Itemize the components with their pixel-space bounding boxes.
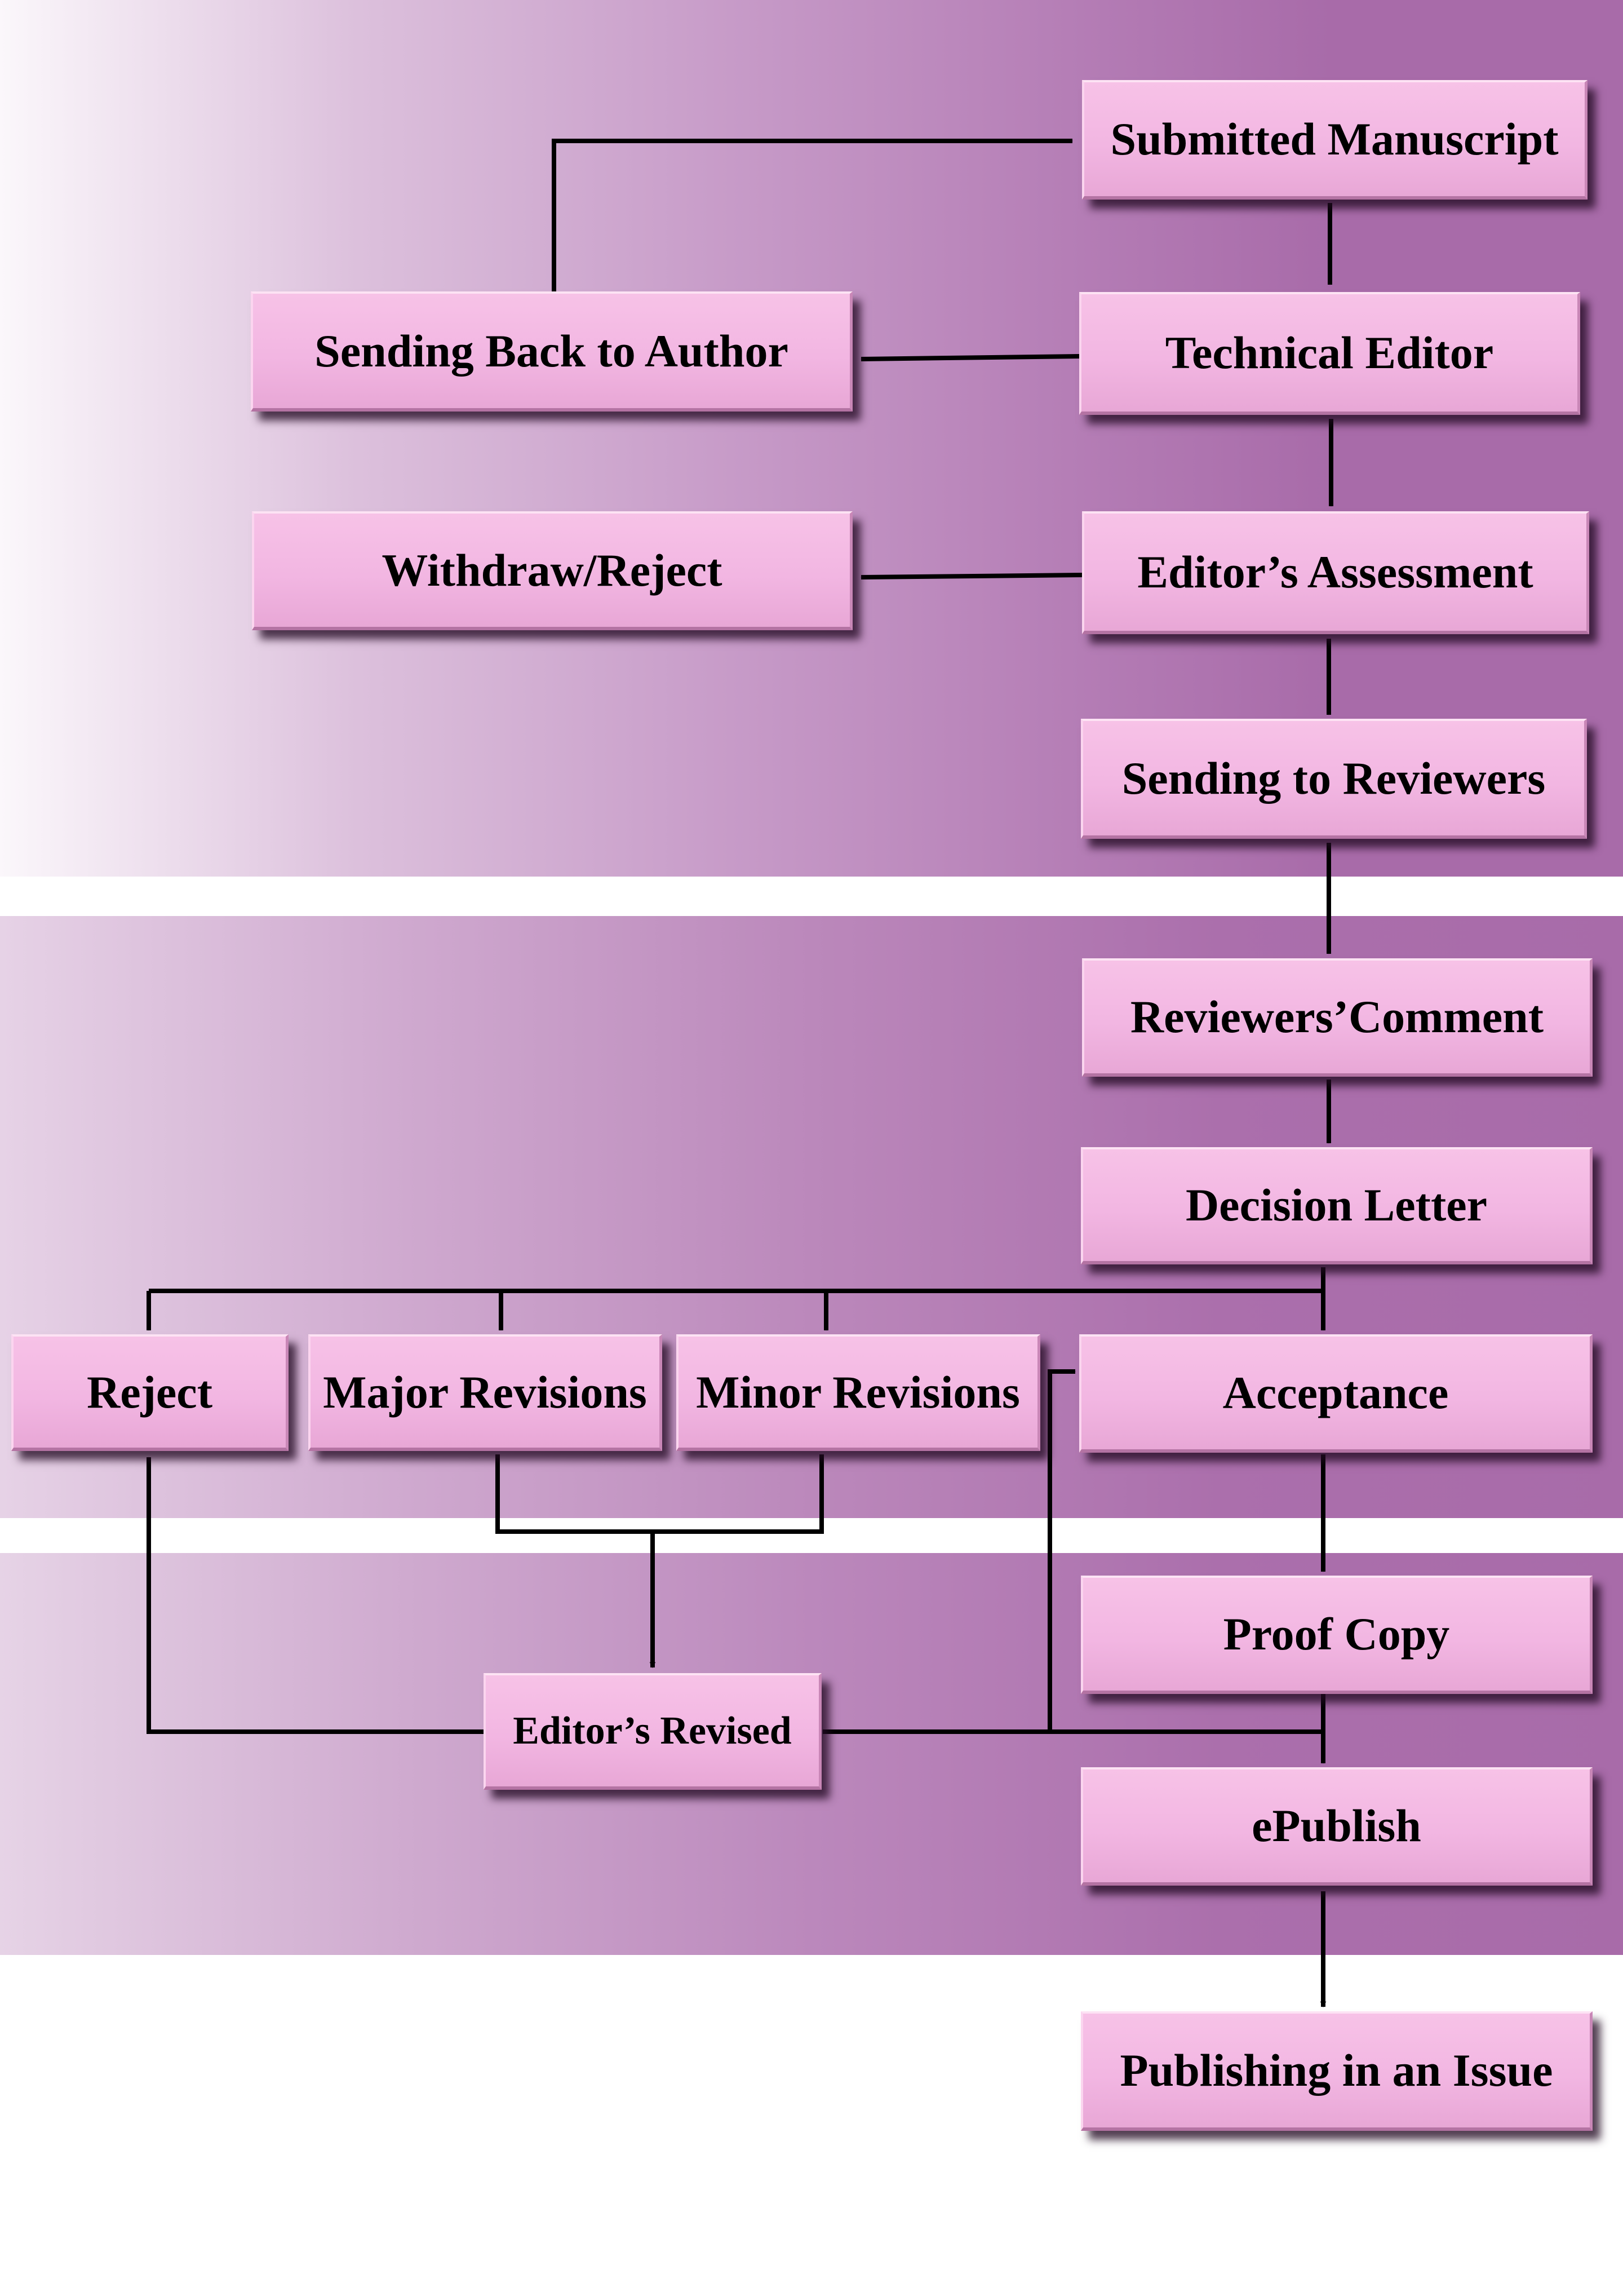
edge-assessment-to-withdraw: [861, 573, 1083, 579]
node-reject: Reject: [11, 1334, 289, 1451]
node-major-revisions: Major Revisions: [308, 1334, 662, 1451]
node-technical-editor: Technical Editor: [1079, 292, 1580, 415]
edge-sendback-to-submitted: [552, 139, 1073, 291]
node-editors-revised: Editor’s Revised: [484, 1673, 822, 1790]
node-publishing-in-an-issue: Publishing in an Issue: [1081, 2011, 1593, 2131]
node-reviewers-comment: Reviewers’Comment: [1082, 958, 1593, 1077]
node-epublish: ePublish: [1081, 1767, 1593, 1886]
edge-technical-to-sendback: [861, 354, 1080, 361]
edge-major-down: [495, 1454, 824, 1534]
node-sending-to-reviewers: Sending to Reviewers: [1081, 719, 1587, 839]
node-withdraw-reject: Withdraw/Reject: [252, 511, 853, 630]
edge-revised-to-reject: [147, 1457, 484, 1734]
node-proof-copy: Proof Copy: [1081, 1576, 1593, 1694]
node-sending-back-to-author: Sending Back to Author: [251, 291, 853, 412]
node-acceptance: Acceptance: [1079, 1334, 1593, 1453]
node-submitted-manuscript: Submitted Manuscript: [1082, 80, 1587, 200]
node-minor-revisions: Minor Revisions: [676, 1334, 1040, 1451]
edge-revised-to-acceptance: [1048, 1369, 1076, 1732]
node-editors-assessment: Editor’s Assessment: [1082, 511, 1589, 634]
node-decision-letter: Decision Letter: [1081, 1147, 1593, 1264]
